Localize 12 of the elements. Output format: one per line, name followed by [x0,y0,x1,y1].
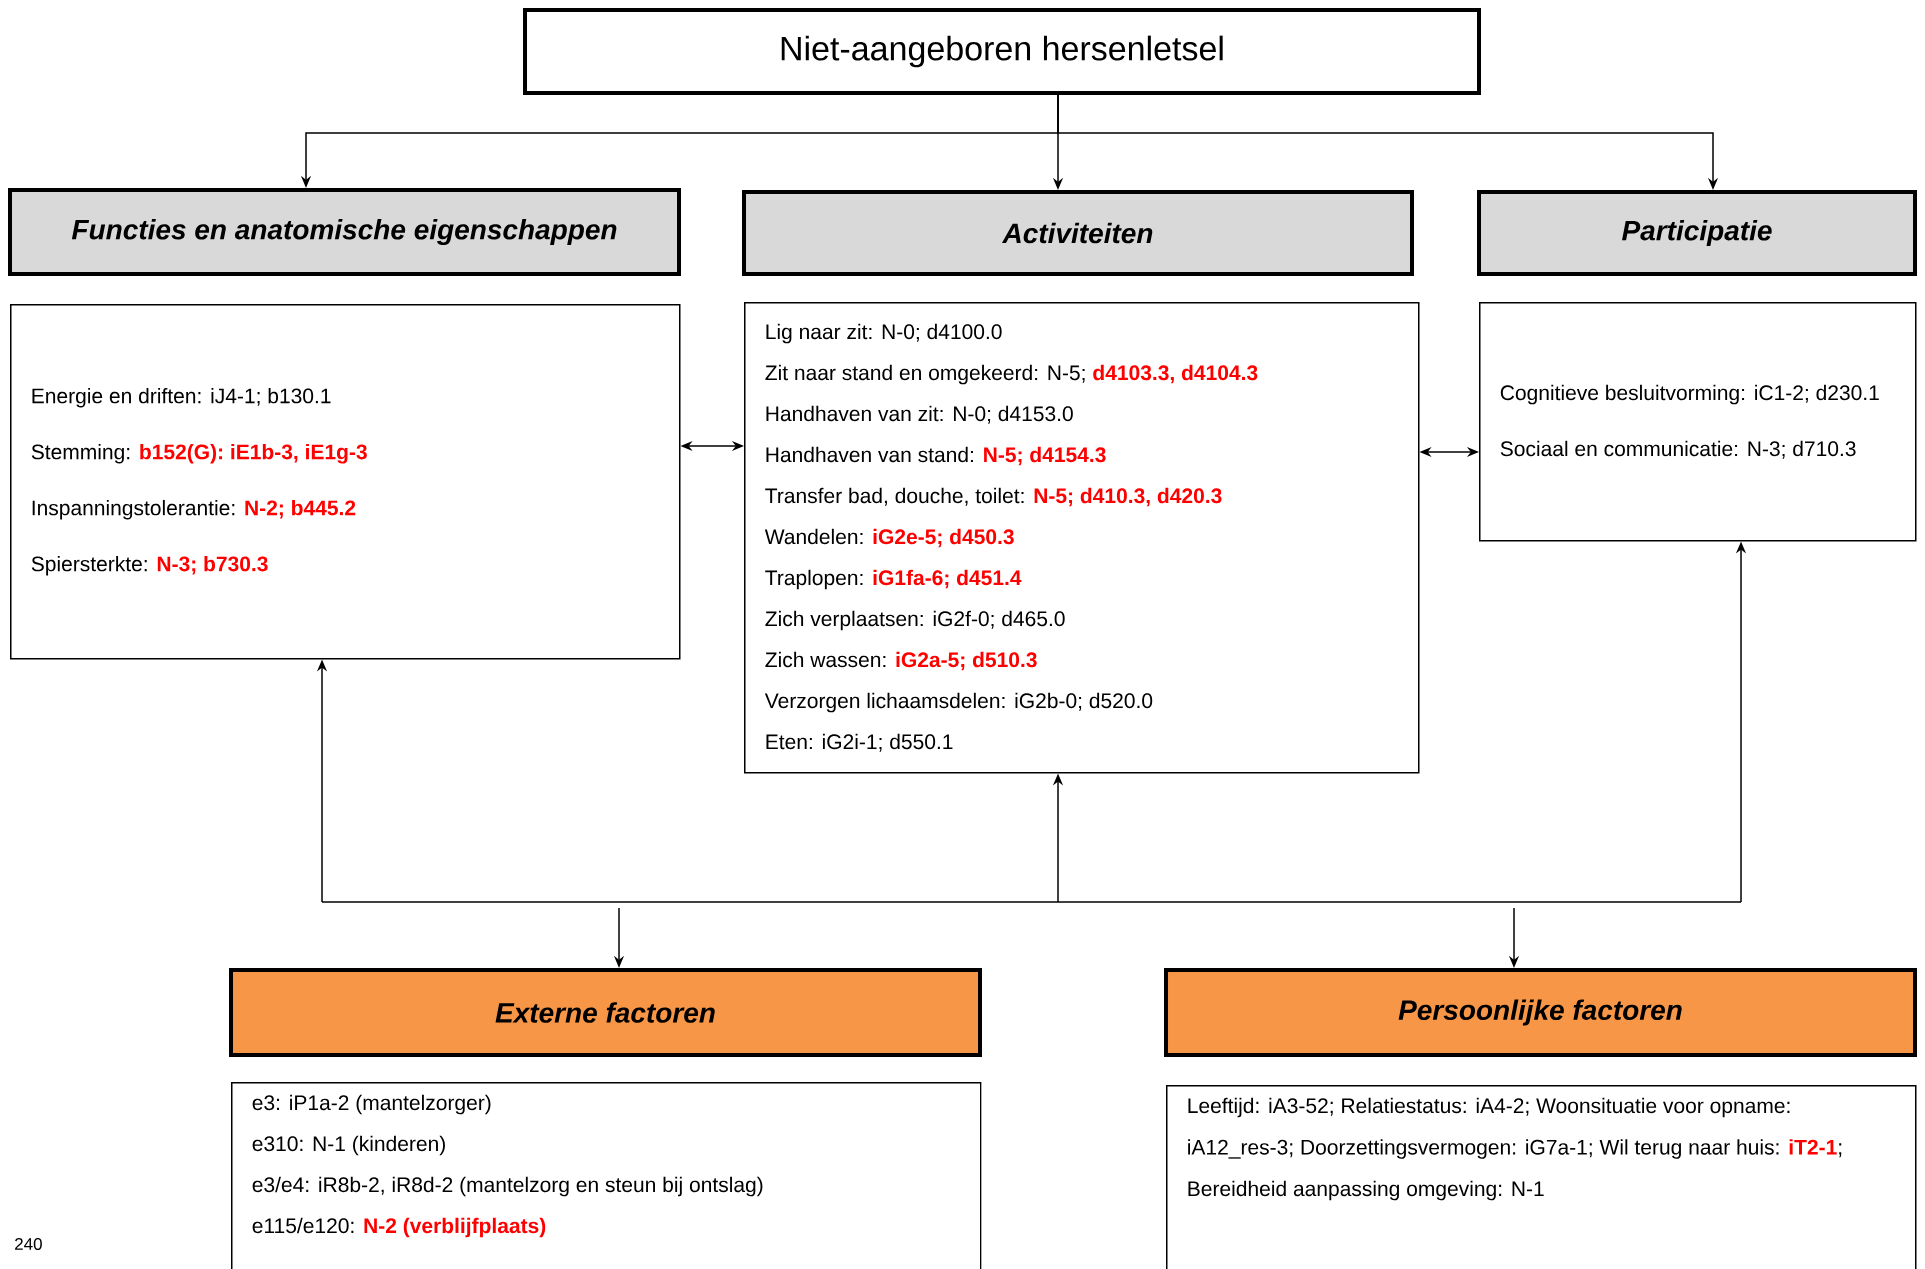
text-box: Cognitieve besluitvorming: iC1-2; d230.1 Sociaal en communicatie: N-3; d710.3 [1479,302,1917,542]
header-box: Persoonlijke factoren [1164,968,1917,1057]
page-number: 240 [15,1237,42,1250]
header-box: Externe factoren [229,968,982,1057]
title-box: Niet-aangeboren hersenletsel [523,8,1481,95]
text-box: Energie en driften: iJ4-1; b130.1 Stemming: b152(G): iE1b-3, iE1g-3 Inspanningstolerantie: N-2; b445.2 Spiersterkte: N-3; b730.3 [10,304,681,660]
text-box: Lig naar zit: N-0; d4100.0 Zit naar stand en omgekeerd: N-5; d4103.3, d4104.3 Handhaven van zit: N-0; d4153.0 Handhaven van stand: N-5; d4154.3 Transfer bad, douche, toilet: N-5; d410.3, d420.3 Wandelen: iG2e-5; d450.3 Traplopen: iG1fa-6; d451.4 Zich verplaatsen: iG2f-0; d465.0 Zich wassen: iG2a-5; d510.3 Verzorgen lichaamsdelen: iG2b-0; d520.0 Eten: iG2i-1; d550.1 [744,302,1420,774]
header-box: Participatie [1477,190,1917,276]
header-box: Functies en anatomische eigenschappen [8,188,681,276]
text-box: Leeftijd: iA3-52; Relatiestatus: iA4-2; Woonsituatie voor opname: iA12_res-3; Doorzettingsvermogen: iG7a-1; Wil terug naar huis: iT2-1; Bereidheid aanpassing omgeving: N-1 [1166,1085,1917,1269]
text-box: e3: iP1a-2 (mantelzorger) e310: N-1 (kinderen) e3/e4: iR8b-2, iR8d-2 (mantelzorg en steun bij ontslag) e115/e120: N-2 (verblijfplaats) [231,1082,982,1269]
header-box: Activiteiten [742,190,1414,276]
